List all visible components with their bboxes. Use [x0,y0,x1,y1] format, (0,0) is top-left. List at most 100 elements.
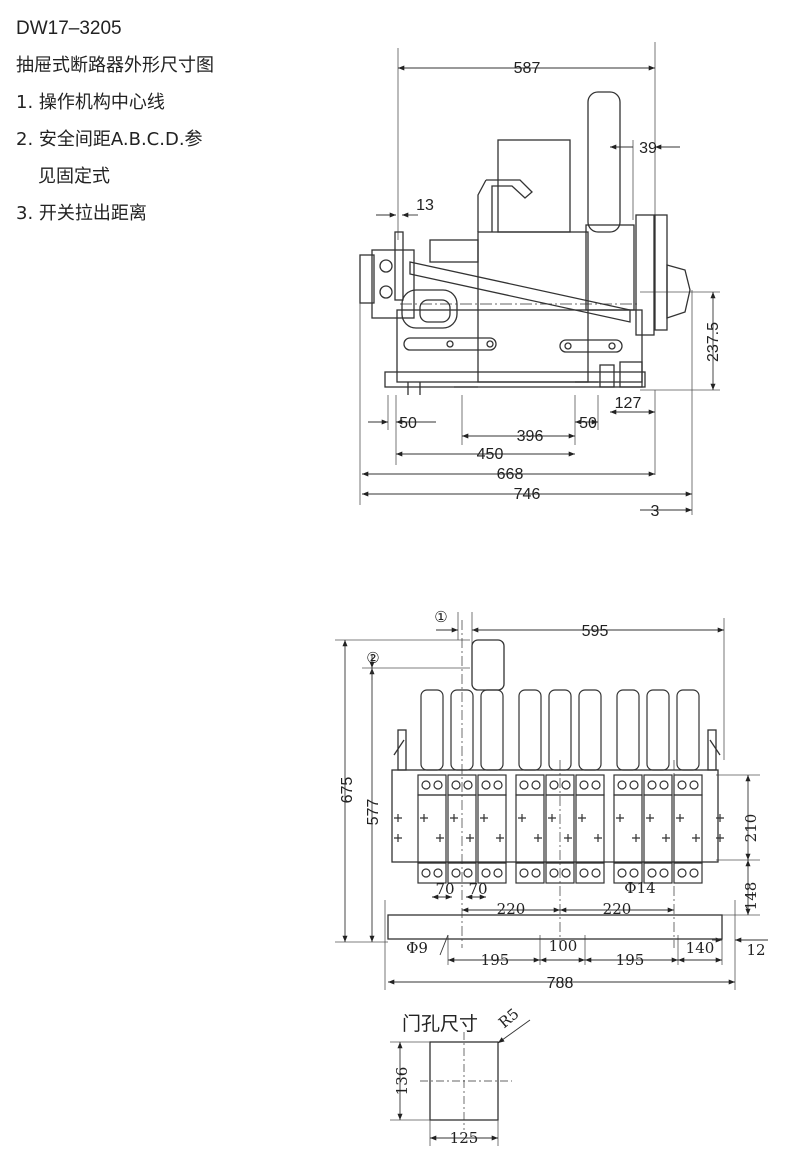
pole-handle [676,689,700,771]
note-2: 2. 安全间距A.B.C.D.参 [16,129,203,150]
plus-mark [632,834,640,842]
plus-mark [394,834,402,842]
terminal-bolt [677,868,687,878]
plus-mark [692,834,700,842]
door-hole-view [390,1019,531,1146]
dim-136: 136 [393,1067,411,1096]
dim-70-left: 70 [435,880,454,898]
dim-70-right: 70 [468,880,487,898]
front-view-poles [394,689,724,884]
pole-body [673,794,703,864]
terminal-bolt [519,868,529,878]
lower-terminal [575,862,605,884]
terminal-bolt [463,868,473,878]
plus-mark [548,814,556,822]
pole-body [477,794,507,864]
dim-50-left: 50 [399,415,417,432]
pole-handle [578,689,602,771]
dim-595: 595 [582,623,609,640]
dim-195-right: 195 [616,951,645,969]
pole-body [417,794,447,864]
terminal-bolt [629,868,639,878]
dim-220-right: 220 [603,900,632,918]
dim-396: 396 [517,428,544,445]
terminal-bolt [463,780,473,790]
dim-13: 13 [416,197,434,214]
terminal-bolt [591,780,601,790]
dim-577: 577 [365,799,382,826]
note-2-cont: 见固定式 [38,166,110,187]
plus-mark [716,834,724,842]
dim-100: 100 [549,937,578,955]
plus-mark [518,814,526,822]
dim-450: 450 [477,446,504,463]
plus-mark [466,834,474,842]
terminal-bolt [659,868,669,878]
terminal-bolt [493,780,503,790]
terminal-bolt [561,780,571,790]
dim-237-5: 237.5 [705,322,722,362]
dim-210: 210 [742,814,760,843]
terminal-bolt [629,780,639,790]
pole-handle [518,689,542,771]
terminal-bolt [421,780,431,790]
pole-handle [646,689,670,771]
terminal-bolt [617,780,627,790]
plus-mark [564,834,572,842]
terminal-bolt [647,780,657,790]
lower-terminal [643,862,673,884]
lower-terminal [673,862,703,884]
dim-12: 12 [746,941,765,959]
note-1: 1. 操作机构中心线 [16,92,165,113]
dim-r5: R5 [495,1005,523,1032]
dim-148: 148 [742,882,760,911]
drawing-title: 抽屉式断路器外形尺寸图 [16,55,214,76]
terminal-bolt [659,780,669,790]
dim-220-left: 220 [497,900,526,918]
terminal-bolt [451,868,461,878]
plus-mark [450,814,458,822]
lower-terminal [613,862,643,884]
dim-675: 675 [339,777,356,804]
dim-125: 125 [450,1129,479,1147]
terminal-bolt [591,868,601,878]
dim-668: 668 [497,466,524,483]
plus-mark [496,834,504,842]
pole-body [643,794,673,864]
plus-mark [534,834,542,842]
terminal-bolt [493,868,503,878]
side-view [359,42,720,515]
plus-mark [616,814,624,822]
pole-handle [480,689,504,771]
terminal-bolt [689,780,699,790]
dim-746: 746 [514,486,541,503]
terminal-bolt [481,780,491,790]
plus-mark [578,814,586,822]
terminal-bolt [579,868,589,878]
dim-140: 140 [686,939,715,957]
terminal-bolt [617,868,627,878]
front-view-dimension-labels: ① ② 595 675 577 210 148 70 70 Φ14 220 22… [339,608,766,992]
terminal-bolt [531,780,541,790]
side-view-dimension-labels: 587 39 13 237.5 127 50 396 50 450 668 74… [399,60,722,520]
terminal-bolt [677,780,687,790]
terminal-bolt [531,868,541,878]
terminal-bolt [481,868,491,878]
lower-terminal [447,862,477,884]
lower-terminal [477,862,507,884]
dim-3: 3 [651,503,660,520]
marker-2: ② [366,649,379,667]
terminal-bolt [579,780,589,790]
terminal-bolt [421,868,431,878]
pole-handle [548,689,572,771]
plus-mark [662,834,670,842]
plus-mark [594,834,602,842]
pole-body [575,794,605,864]
plus-mark [436,834,444,842]
pole-handle [420,689,444,771]
note-3: 3. 开关拉出距离 [16,203,147,224]
plus-mark [394,814,402,822]
terminal-bolt [689,868,699,878]
plus-mark [716,814,724,822]
